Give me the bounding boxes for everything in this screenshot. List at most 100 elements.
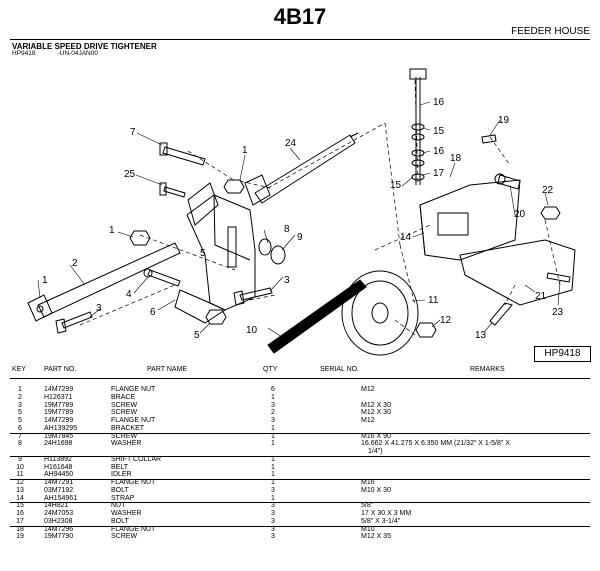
- part-cell: 19M7789: [44, 409, 74, 417]
- key-cell: 16: [16, 510, 24, 517]
- col-remarks: REMARKS: [470, 366, 505, 373]
- callout-19: 19: [498, 115, 510, 126]
- section-name: FEEDER HOUSE: [511, 26, 590, 37]
- part-cell: H113892: [44, 455, 72, 463]
- part-cell: 14M7296: [44, 525, 74, 533]
- part-cell: 24M7053: [44, 510, 74, 517]
- callout-18: 18: [450, 153, 462, 164]
- callout-6: 6: [150, 307, 156, 318]
- remarks-cell: M12 X 35: [361, 533, 391, 541]
- callout-5a: 5: [194, 330, 200, 341]
- qty-cell: 2: [271, 409, 275, 417]
- exploded-parts-diagram: 7 1 24 25 1 2 1 3 4 6 5 5 8 9 3 10 11 12…: [27, 68, 576, 356]
- key-cell: 6: [18, 424, 22, 432]
- callout-20: 20: [514, 209, 526, 220]
- callout-3a: 3: [96, 303, 102, 314]
- remarks-cell: 5/8" X 3-1/4": [361, 517, 401, 525]
- qty-cell: 3: [271, 502, 275, 510]
- remarks-cell: M12: [361, 386, 375, 393]
- remarks-cell: 5/8": [361, 502, 374, 510]
- col-part-no: PART NO.: [44, 366, 77, 373]
- key-cell: 1: [18, 386, 22, 393]
- part-cell: AH139295: [44, 424, 78, 432]
- callout-9: 9: [297, 232, 303, 243]
- table-row: 15 14H821 NUT 3 5/8": [0, 502, 600, 510]
- part-cell: 14M7299: [44, 417, 74, 424]
- callout-1b: 1: [109, 225, 115, 236]
- part-cell: 24H1698: [44, 440, 73, 448]
- callout-21: 21: [535, 291, 547, 302]
- group-divider: [10, 432, 590, 434]
- part-cell: 14H821: [44, 502, 69, 510]
- key-cell: 5: [18, 417, 22, 424]
- table-header-rule: [10, 378, 590, 379]
- name-cell: WASHER: [111, 510, 142, 517]
- belt-shape: [267, 279, 367, 354]
- remarks-cell: 16.662 X 41.275 X 6.350 MM (21/32" X 1-5…: [361, 440, 510, 448]
- key-cell: 9: [18, 455, 22, 463]
- part-cell: H161648: [44, 463, 73, 471]
- key-cell: 7: [18, 432, 22, 440]
- figure-date: -UN-04JAN00: [57, 50, 98, 57]
- part-cell: 14M7299: [44, 386, 74, 393]
- figure-code: HP9418: [12, 50, 36, 57]
- name-cell: FLANGE NUT: [111, 479, 156, 486]
- qty-cell: 1: [271, 479, 275, 486]
- table-row: 16 24M7053 WASHER 3 17 X 30 X 3 MM: [0, 510, 600, 518]
- qty-cell: 3: [271, 486, 275, 494]
- key-cell: 14: [16, 494, 24, 502]
- qty-cell: 3: [271, 401, 275, 409]
- callout-15a: 15: [390, 180, 402, 191]
- part-cell: 19M7845: [44, 432, 74, 440]
- key-cell: 13: [16, 486, 24, 494]
- qty-cell: 3: [271, 525, 275, 533]
- part-cell: H126371: [44, 393, 73, 401]
- diagram-title: VARIABLE SPEED DRIVE TIGHTENER: [12, 42, 157, 51]
- name-cell: BOLT: [111, 486, 129, 494]
- remarks-cell: 17 X 30 X 3 MM: [361, 510, 412, 517]
- qty-cell: 1: [271, 424, 275, 432]
- group-divider: [10, 455, 590, 457]
- name-cell: BOLT: [111, 517, 129, 525]
- callout-labels: 7 1 24 25 1 2 1 3 4 6 5 5 8 9 3 10 11 12…: [42, 97, 564, 341]
- key-cell: 12: [16, 479, 24, 486]
- table-header: KEY PART NO. PART NAME QTY SERIAL NO. RE…: [0, 364, 600, 376]
- callout-11: 11: [428, 295, 439, 306]
- qty-cell: 3: [271, 533, 275, 541]
- remarks-cell: M10: [361, 525, 375, 533]
- callout-15b: 15: [433, 126, 445, 137]
- callout-4: 4: [126, 289, 132, 300]
- name-cell: IDLER: [111, 471, 132, 479]
- name-cell: STRAP: [111, 494, 135, 502]
- callout-17: 17: [433, 168, 445, 179]
- remarks-cell-continued: 1/4"): [368, 448, 383, 455]
- qty-cell: 3: [271, 417, 275, 424]
- part-cell: 19M7790: [44, 533, 74, 541]
- name-cell: NUT: [111, 502, 126, 510]
- callout-16b: 16: [433, 146, 445, 157]
- remarks-cell: M12 X 30: [361, 409, 391, 417]
- col-key: KEY: [12, 366, 27, 373]
- callout-leaders: [37, 101, 561, 340]
- qty-cell: 3: [271, 510, 275, 517]
- part-cell: 14M7291: [44, 479, 74, 486]
- callout-14: 14: [400, 232, 412, 243]
- callout-3b: 3: [284, 275, 290, 286]
- callout-23: 23: [552, 307, 564, 318]
- name-cell: FLANGE NUT: [111, 525, 156, 533]
- key-cell: 15: [16, 502, 24, 510]
